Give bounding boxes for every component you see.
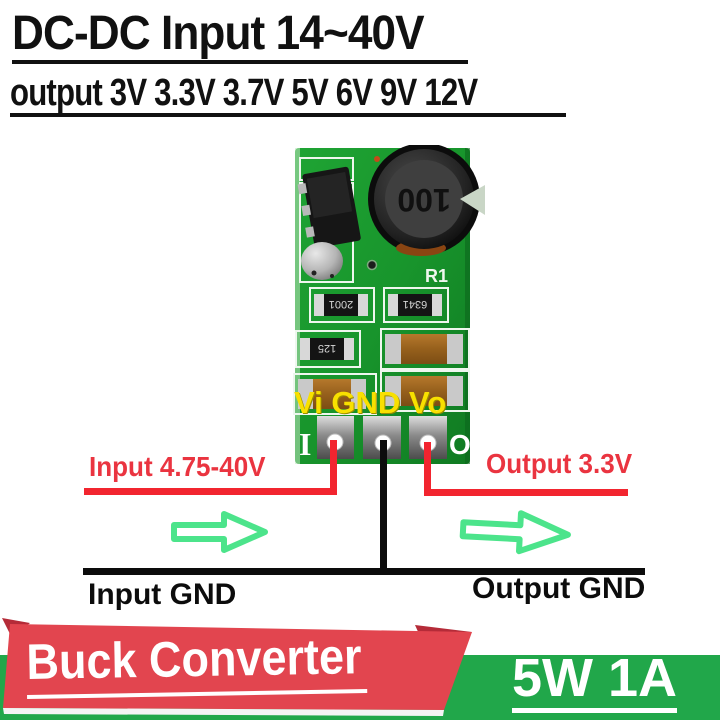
subtitle-underline [10, 113, 566, 117]
resistor-125-marking: 125 [318, 342, 336, 354]
inductor: 100 [368, 145, 485, 256]
capacitor-mid [385, 334, 463, 364]
title-underline [12, 60, 468, 64]
output-wire [424, 442, 431, 496]
output-flow-arrow-icon [459, 510, 571, 555]
output-silk-label: O [449, 429, 471, 460]
output-voltage-label: Output 3.3V [486, 448, 633, 479]
input-gnd-label: Input GND [88, 578, 237, 611]
r1-silk-label: R1 [425, 266, 448, 286]
banner-ribbon [2, 618, 472, 716]
input-annotation-line [84, 488, 337, 495]
resistor-125: 125 [300, 338, 354, 360]
pin-row-label: Vi GND Vo [294, 385, 447, 420]
page-subtitle: output 3V 3.3V 3.7V 5V 6V 9V 12V [10, 72, 478, 114]
banner-label: Buck Converter [26, 628, 368, 699]
output-gnd-label: Output GND [472, 572, 646, 605]
input-wire [330, 440, 337, 495]
rating-label: 5W 1A [512, 650, 678, 713]
resistor-2001-marking: 2001 [329, 298, 353, 310]
via-hole [366, 259, 378, 271]
output-annotation-line [424, 489, 628, 496]
capacitor-bottom-left [298, 379, 366, 409]
input-flow-arrow-icon [171, 511, 268, 553]
resistor-6341: 6341 [388, 294, 442, 316]
gnd-bus-line [83, 568, 645, 575]
input-voltage-label: Input 4.75-40V [89, 451, 266, 482]
capacitor-bottom-right [385, 376, 463, 406]
gnd-wire [380, 440, 387, 575]
ic-chip [297, 166, 361, 248]
page-title: DC-DC Input 14~40V [12, 7, 425, 60]
inductor-marking: 100 [397, 182, 450, 218]
resistor-2001: 2001 [314, 294, 368, 316]
resistor-6341-marking: 6341 [403, 298, 427, 310]
input-silk-label: I [299, 426, 311, 462]
pcb-module-photo: 100 R1 2001 6341 125 [293, 145, 485, 464]
solder-joint [301, 242, 343, 280]
